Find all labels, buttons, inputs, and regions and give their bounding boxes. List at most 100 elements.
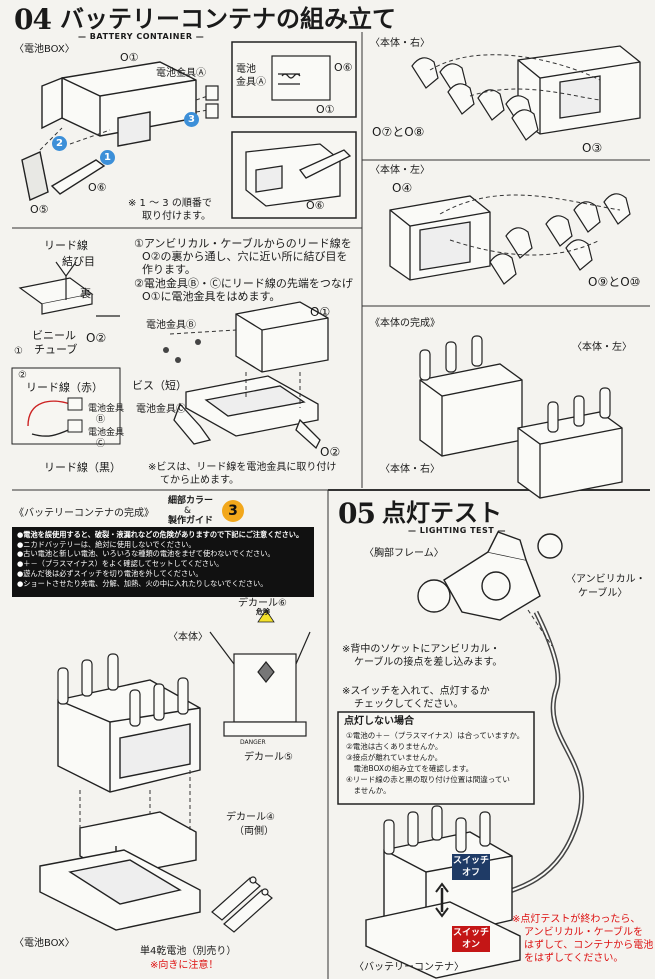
no-light-item: ①電池の＋－（プラスマイナス）は合っていますか。 xyxy=(346,731,525,740)
switch-off-text-1: スイッチ xyxy=(452,856,489,866)
step-2-badge: 2 xyxy=(52,136,67,151)
section-05-subtitle: — LIGHTING TEST — xyxy=(408,526,507,535)
lead-black-label: リード線（黒） xyxy=(44,461,121,474)
battery-warning-box: ●電池を誤使用すると、破裂・液漏れなどの危険がありますので下記にご注意ください。… xyxy=(12,527,314,597)
o9-o10-label: O⑨とO⑩ xyxy=(588,275,641,289)
umbilical-label-1: 〈アンビリカル・ xyxy=(566,574,646,585)
danger-small-label: DANGER xyxy=(240,739,266,746)
screw-note-line2: てから止めます。 xyxy=(160,475,239,486)
detail-o6-label: O⑥ xyxy=(306,199,325,212)
switch-on-text-1: スイッチ xyxy=(452,928,489,938)
no-light-item: ③接点が離れていませんか。 xyxy=(346,753,443,762)
warning-line: ●＋－（プラスマイナス）をよく確認してセットしてください。 xyxy=(17,559,224,569)
inset-c-label: Ⓒ xyxy=(96,439,106,449)
body-right-label: 〈本体・右〉 xyxy=(370,38,430,49)
section-05-title: 点灯テスト xyxy=(382,499,502,527)
switch-on-badge: スイッチ オン xyxy=(452,926,490,952)
instruction-2-line2: O①に電池金具をはめます。 xyxy=(142,290,281,303)
no-light-item: ④リード線の赤と黒の取り付け位置は間違ってい xyxy=(346,775,510,784)
inset-o1-label: O① xyxy=(316,103,335,116)
warning-line: ●ニカドバッテリーは、絶対に使用しないでください。 xyxy=(17,539,196,549)
section-04-subtitle: — BATTERY CONTAINER — xyxy=(78,32,205,41)
inset-num-2: ② xyxy=(18,370,27,381)
no-light-title: 点灯しない場合 xyxy=(344,716,414,727)
umbilical-label-2: ケーブル〉 xyxy=(578,588,628,599)
danger-label: 危険 xyxy=(256,608,270,616)
section-04-number: 04 xyxy=(14,3,52,36)
back-label: 裏 xyxy=(80,287,91,300)
tube-number: ① xyxy=(14,346,23,357)
battery-box-label-2: 〈電池BOX〉 xyxy=(14,938,75,949)
warning-line: ●古い電池と新しい電池、いろいろな種類の電池をまぜて使わないでください。 xyxy=(17,549,275,559)
inset-kanagu-c-label: 電池金具 xyxy=(88,428,125,438)
decal-5-label: デカール⑤ xyxy=(244,752,293,763)
warning-line: ●ショートさせたり充電、分解、加熱、火の中に入れたりしないでください。 xyxy=(17,578,268,588)
section-05-number: 05 xyxy=(338,497,376,530)
inset-b-label: Ⓑ xyxy=(96,415,106,425)
screw-label: ビス（短） xyxy=(132,379,187,392)
instruction-2-line1: ②電池金具Ⓑ・Ⓒにリード線の先端をつなげ xyxy=(134,277,353,290)
o2-label-b: O② xyxy=(320,445,341,459)
decal-4-label: デカール④ xyxy=(226,812,275,823)
o2-label-a: O② xyxy=(86,331,107,345)
knot-label: 結び目 xyxy=(62,255,95,268)
body-left-label-2: 〈本体・左〉 xyxy=(572,342,632,353)
instruction-1-line1: ①アンビリカル・ケーブルからのリード線を xyxy=(134,237,352,250)
instruction-1-line3: 作ります。 xyxy=(142,263,196,276)
socket-note-line1: ※背中のソケットにアンビリカル・ xyxy=(342,644,500,655)
warning-line: ●遊んだ後は必ずスイッチを切り電池を外してください。 xyxy=(17,568,203,578)
order-note-line2: 取り付けます。 xyxy=(142,211,211,222)
part-o6-label: O⑥ xyxy=(88,181,107,194)
instruction-1-line2: O②の裏から通し、穴に近い所に結び目を xyxy=(142,250,348,263)
part-o1-label: O① xyxy=(120,51,139,64)
both-sides-label: （両側） xyxy=(234,826,274,837)
body-left-label: 〈本体・左〉 xyxy=(370,165,430,176)
aaa-battery-label: 単4乾電池（別売り） xyxy=(140,946,237,957)
body-right-label-2: 〈本体・右〉 xyxy=(380,464,440,475)
body-complete-title: 《本体の完成》 xyxy=(370,318,440,329)
guide-amp: & xyxy=(184,506,192,516)
decal-6-label: デカール⑥ xyxy=(238,598,287,609)
switch-on-text-2: オン xyxy=(461,940,480,950)
vinyl-label: ビニール xyxy=(32,329,76,342)
guide-label-2: 製作ガイド xyxy=(168,516,214,526)
o4-label: O④ xyxy=(392,181,413,195)
tube-label: チューブ xyxy=(34,343,78,356)
step-3-badge: 3 xyxy=(184,112,199,127)
kanagu-b-label: 電池金具Ⓑ xyxy=(146,320,196,331)
battery-orientation-note: ※向きに注意！ xyxy=(150,960,219,971)
o3-label: O③ xyxy=(582,141,603,155)
guide-label-1: 細部カラー xyxy=(168,496,214,506)
o1-label-b: O① xyxy=(310,305,331,319)
no-light-item: 電池BOXの組み立てを確認します。 xyxy=(346,764,474,773)
battery-complete-title: 《バッテリーコンテナの完成》 xyxy=(14,508,154,519)
inset-kanagu-label: 金具Ⓐ xyxy=(236,77,266,88)
inset-denchi-label: 電池 xyxy=(236,64,256,75)
end-note-line1: ※点灯テストが終わったら、 xyxy=(512,914,641,925)
socket-note-line2: ケーブルの接点を差し込みます。 xyxy=(354,657,503,668)
no-light-item: ②電池は古くありませんか。 xyxy=(346,742,443,751)
body-label: 〈本体〉 xyxy=(168,632,208,643)
end-note-line2: アンビリカル・ケーブルを xyxy=(524,927,643,938)
switch-note-line2: チェックしてください。 xyxy=(354,699,464,710)
screw-note-line1: ※ビスは、リード線を電池金具に取り付け xyxy=(148,462,337,473)
end-note-line4: をはずしてください。 xyxy=(524,953,624,964)
lead-wire-label: リード線 xyxy=(44,239,88,252)
lead-red-label: リード線（赤） xyxy=(26,381,103,394)
guide-number-badge: 3 xyxy=(222,500,244,522)
step-1-badge: 1 xyxy=(100,150,115,165)
inset-o6-label: O⑥ xyxy=(334,61,353,74)
switch-note-line1: ※スイッチを入れて、点灯するか xyxy=(342,686,490,697)
order-note-line1: ※ 1 ～ 3 の順番で xyxy=(128,198,212,209)
warning-line: ●電池を誤使用すると、破裂・液漏れなどの危険がありますので下記にご注意ください。 xyxy=(17,530,304,539)
no-light-item: ませんか。 xyxy=(346,786,391,795)
inset-kanagu-b-label: 電池金具 xyxy=(88,404,125,414)
battery-container-label: 〈バッテリーコンテナ〉 xyxy=(354,962,464,973)
o7-o8-label: O⑦とO⑧ xyxy=(372,125,425,139)
kanagu-a-label: 電池金具Ⓐ xyxy=(156,68,206,79)
end-note-line3: はずして、コンテナから電池 xyxy=(524,940,654,951)
chest-frame-label: 〈胸部フレーム〉 xyxy=(364,548,444,559)
switch-off-badge: スイッチ オフ xyxy=(452,854,490,880)
denchi-box-label: 〈電池BOX〉 xyxy=(14,44,75,55)
